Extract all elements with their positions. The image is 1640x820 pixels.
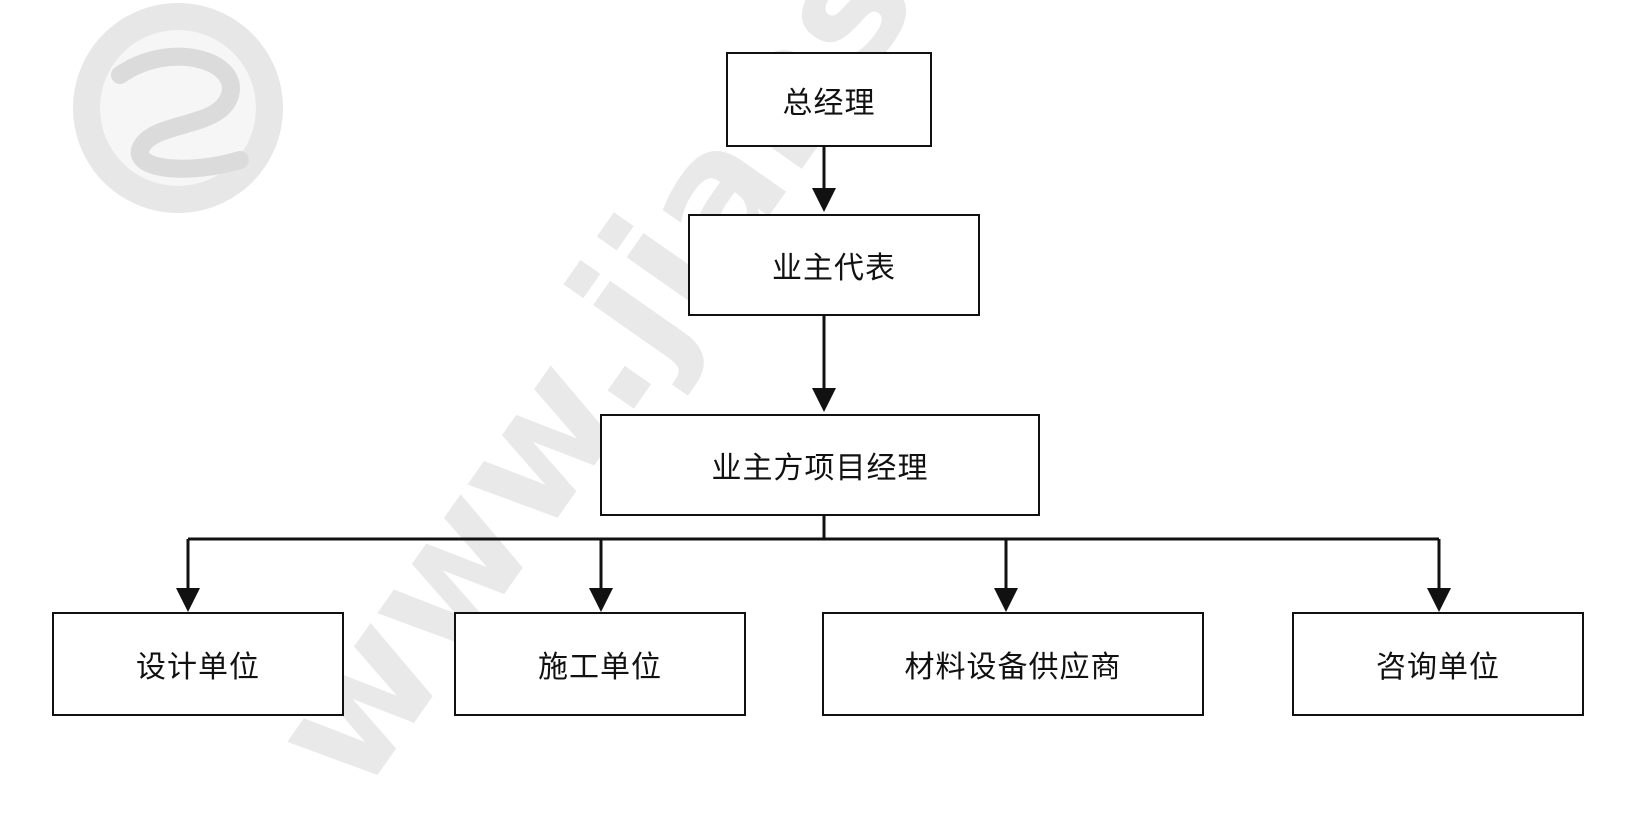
node-label: 咨询单位 bbox=[1376, 650, 1500, 685]
node-consulting-unit: 咨询单位 bbox=[1292, 612, 1584, 716]
arrow-head-icon bbox=[812, 188, 836, 212]
node-label: 业主代表 bbox=[772, 251, 896, 286]
node-owner-project-manager: 业主方项目经理 bbox=[600, 414, 1040, 516]
arrow-head-icon bbox=[176, 588, 200, 612]
node-label: 业主方项目经理 bbox=[711, 451, 929, 486]
node-label: 总经理 bbox=[782, 85, 876, 121]
node-design-unit: 设计单位 bbox=[52, 612, 344, 716]
node-general-manager: 总经理 bbox=[726, 52, 932, 147]
node-construction-unit: 施工单位 bbox=[454, 612, 746, 716]
node-owner-representative: 业主代表 bbox=[688, 214, 980, 316]
arrow-head-icon bbox=[589, 588, 613, 612]
arrow-head-icon bbox=[812, 388, 836, 412]
node-label: 设计单位 bbox=[136, 650, 260, 685]
node-material-supplier: 材料设备供应商 bbox=[822, 612, 1204, 716]
arrow-head-icon bbox=[1427, 588, 1451, 612]
node-label: 施工单位 bbox=[538, 650, 662, 685]
node-label: 材料设备供应商 bbox=[904, 650, 1122, 685]
arrow-head-icon bbox=[994, 588, 1018, 612]
